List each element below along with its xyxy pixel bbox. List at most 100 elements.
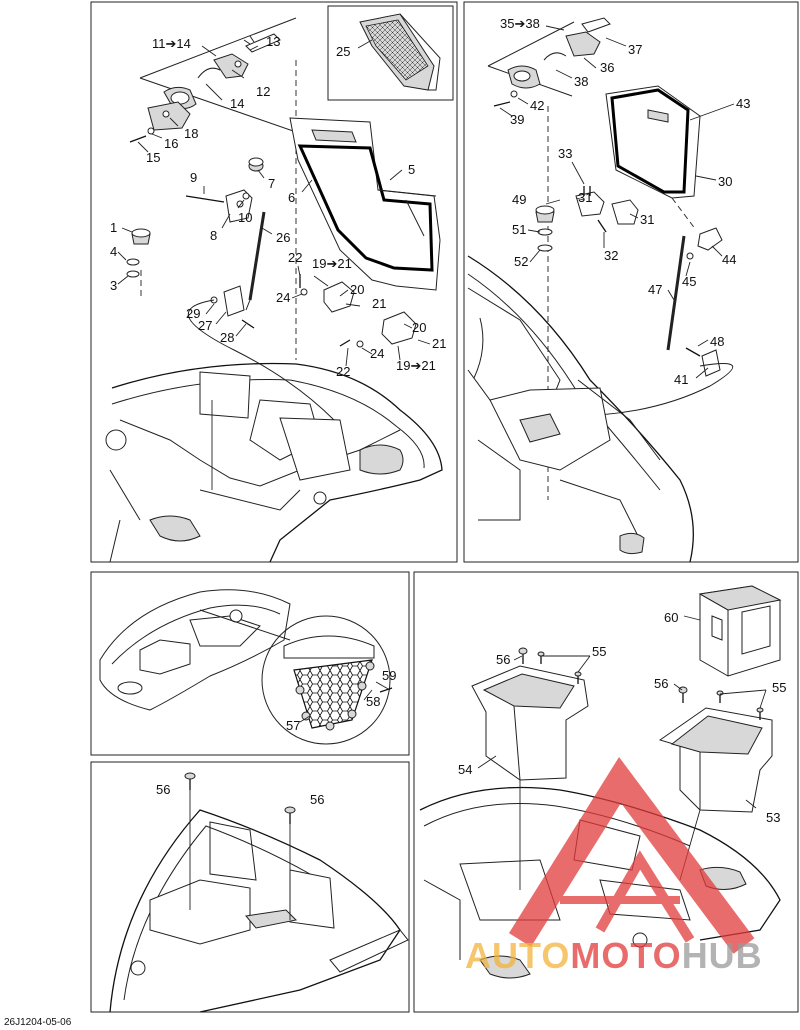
callout-1: 1 [110, 220, 117, 235]
detail-circle [261, 615, 391, 745]
document-id: 26J1204-05-06 [4, 1017, 72, 1028]
panel-4-drawing [109, 772, 409, 1013]
callout-55-bin53: 55 [772, 680, 786, 695]
inset-25-frame [327, 5, 454, 101]
callout-27: 27 [198, 318, 212, 333]
callout-32: 32 [604, 248, 618, 263]
part-44-bracket [686, 227, 723, 260]
callout-15: 15 [146, 150, 160, 165]
part-18-bracket [147, 101, 191, 131]
callout-5: 5 [408, 162, 415, 177]
callout-53: 53 [766, 810, 780, 825]
watermark-part2: MOTO [570, 935, 682, 976]
part-1-bumper [126, 228, 151, 278]
leaders-p2 [499, 25, 735, 379]
leaders-p5 [477, 615, 767, 809]
callout-22-top: 22 [288, 250, 302, 265]
watermark-logo [508, 756, 755, 954]
callout-24-bottom: 24 [370, 346, 384, 361]
callout-60: 60 [664, 610, 678, 625]
callout-4: 4 [110, 244, 117, 259]
callout-24-top: 24 [276, 290, 290, 305]
hull-body-rear [467, 255, 694, 563]
callout-43: 43 [736, 96, 750, 111]
callout-labels-p2: 35➔38 37 36 38 42 39 43 30 33 49 31 31 5… [500, 16, 750, 387]
callout-labels-p4: 56 56 [156, 782, 324, 807]
part-54-bin [471, 665, 589, 781]
panel-2-drawing [467, 17, 735, 563]
hull-body-front [105, 362, 443, 563]
panel-1-drawing [105, 13, 443, 563]
callout-30: 30 [718, 174, 732, 189]
callout-49: 49 [512, 192, 526, 207]
boat-overview [99, 589, 291, 711]
callout-39: 39 [510, 112, 524, 127]
hinge-31 [575, 186, 639, 233]
callout-12: 12 [256, 84, 270, 99]
panel-5-frame [413, 571, 799, 1013]
callout-13: 13 [266, 34, 280, 49]
callout-58: 58 [366, 694, 380, 709]
callout-22-bottom: 22 [336, 364, 350, 379]
callout-19-21-top: 19➔21 [312, 256, 352, 271]
lock-hardware-11-14 [163, 33, 281, 110]
part-60-cooler [698, 585, 782, 677]
panel-2-frame [463, 1, 799, 563]
callout-18: 18 [184, 126, 198, 141]
callout-35-38: 35➔38 [500, 16, 540, 31]
part-25-pad [359, 13, 441, 91]
callout-9: 9 [190, 170, 197, 185]
callout-21-top: 21 [372, 296, 386, 311]
lock-hardware-35-38 [507, 17, 611, 89]
callout-labels-p1: 11➔14 13 12 14 18 16 15 25 5 6 7 9 10 8 … [110, 34, 446, 379]
part-7-grommet [248, 157, 264, 172]
callout-55-bin54: 55 [592, 644, 606, 659]
callout-21-bottom: 21 [432, 336, 446, 351]
callout-38: 38 [574, 74, 588, 89]
callout-8: 8 [210, 228, 217, 243]
callout-14: 14 [230, 96, 244, 111]
callout-59: 59 [382, 668, 396, 683]
callout-44: 44 [722, 252, 736, 267]
callout-57: 57 [286, 718, 300, 733]
callout-16: 16 [164, 136, 178, 151]
callout-37: 37 [628, 42, 642, 57]
callout-11-14: 11➔14 [152, 36, 191, 51]
watermark-text: AUTOMOTOHUB [465, 935, 763, 977]
callout-10: 10 [238, 210, 252, 225]
callout-56-right: 56 [310, 792, 324, 807]
callout-3: 3 [110, 278, 117, 293]
callout-56-bin54: 56 [496, 652, 510, 667]
callout-20-bottom: 20 [412, 320, 426, 335]
part-49-bumper [535, 205, 555, 252]
callout-47: 47 [648, 282, 662, 297]
callout-20-top: 20 [350, 282, 364, 297]
callout-25: 25 [336, 44, 350, 59]
part-26-gas-strut [248, 211, 266, 301]
callout-7: 7 [268, 176, 275, 191]
callout-56-left: 56 [156, 782, 170, 797]
callout-42: 42 [530, 98, 544, 113]
leaders-p1 [117, 39, 431, 367]
leaders-p3 [299, 681, 391, 723]
panel-3-frame [90, 571, 410, 756]
part-5-lid [289, 117, 441, 291]
part-30-lid [605, 85, 701, 199]
callout-48: 48 [710, 334, 724, 349]
callout-54: 54 [458, 762, 472, 777]
callout-labels-p3: 59 58 57 [286, 668, 396, 733]
part-57-mesh-net [283, 635, 393, 731]
callout-45: 45 [682, 274, 696, 289]
callout-36: 36 [600, 60, 614, 75]
callout-19-21-bottom: 19➔21 [396, 358, 436, 373]
part-47-gas-strut [666, 235, 686, 351]
callout-56-bin53: 56 [654, 676, 668, 691]
callout-33: 33 [558, 146, 572, 161]
panel-3-drawing [99, 589, 393, 745]
hull-front-storage [109, 809, 409, 1013]
callout-31-right: 31 [640, 212, 654, 227]
callout-29: 29 [186, 306, 200, 321]
callout-31-left: 31 [578, 190, 592, 205]
watermark-part1: AUTO [465, 935, 571, 976]
